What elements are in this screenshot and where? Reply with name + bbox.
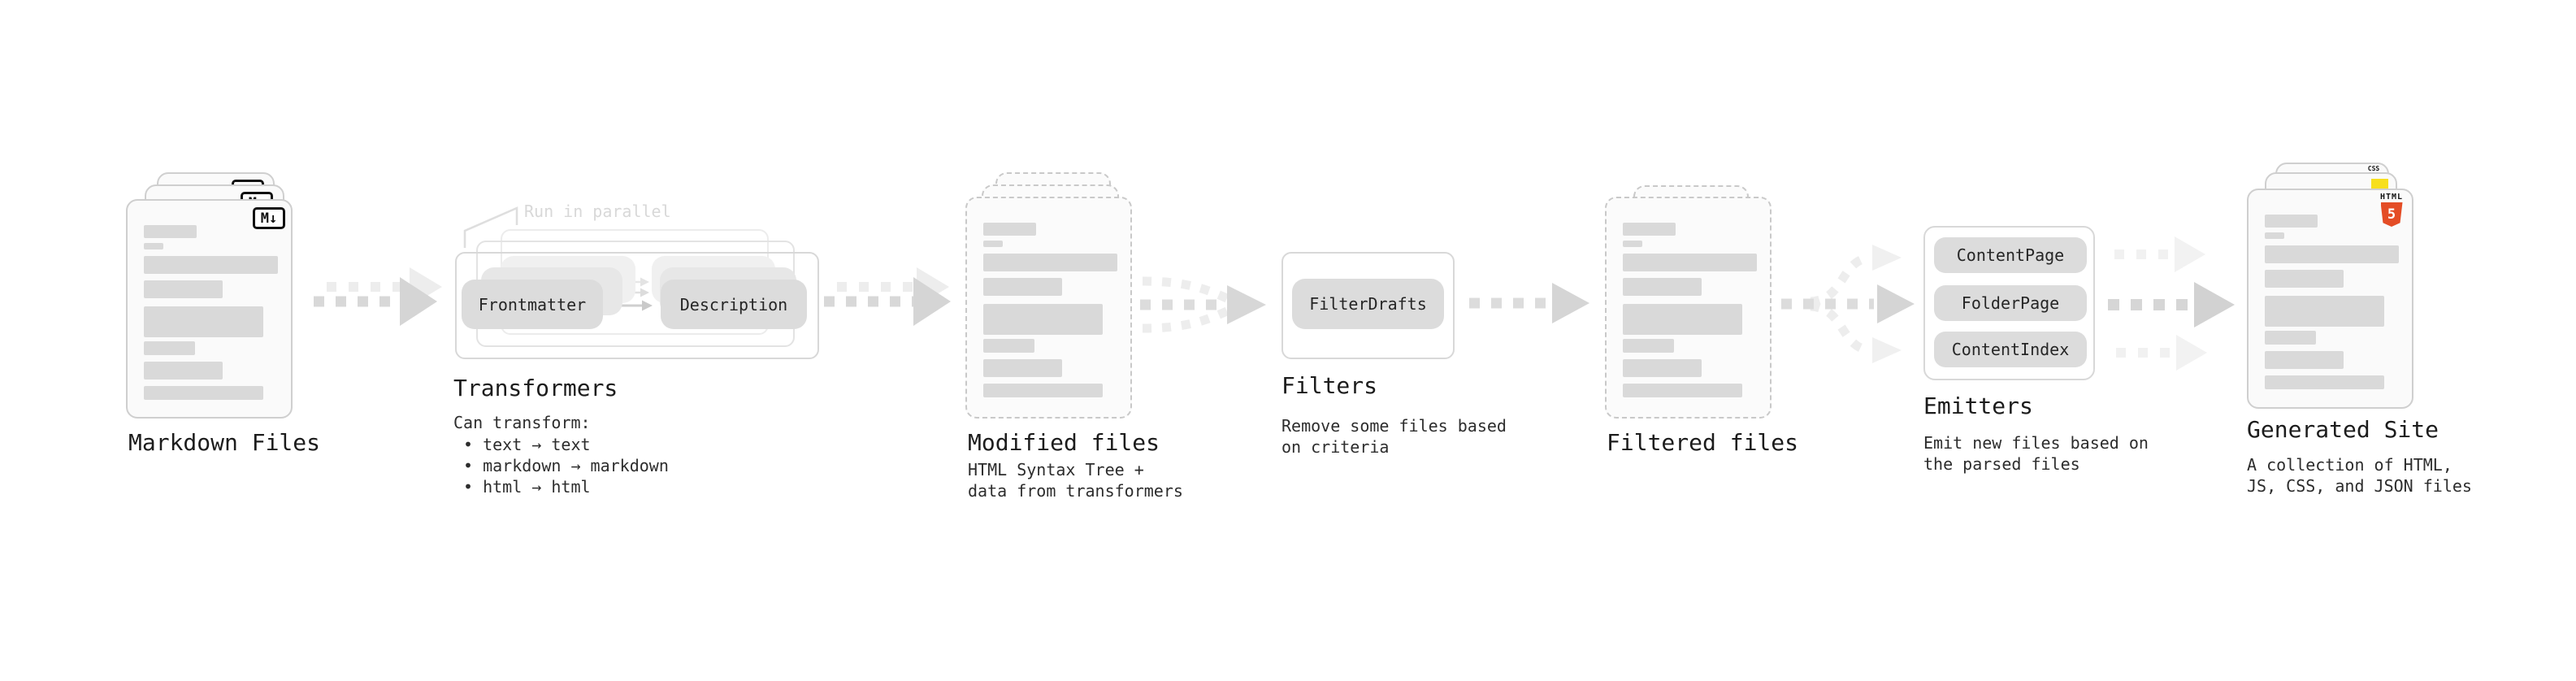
arrow-emitters-to-generated bbox=[2108, 236, 2235, 371]
run-in-parallel-callout-line bbox=[463, 206, 518, 248]
arrow-markdown-to-transformers bbox=[314, 267, 442, 326]
arrow-filters-to-filtered bbox=[1469, 283, 1589, 323]
arrow-filtered-to-emitters-fork bbox=[1781, 245, 1915, 363]
arrow-modified-to-filters-merge bbox=[1140, 276, 1266, 333]
arrow-transformers-to-modified bbox=[824, 267, 951, 326]
arrow-frontmatter-to-description bbox=[607, 277, 653, 311]
